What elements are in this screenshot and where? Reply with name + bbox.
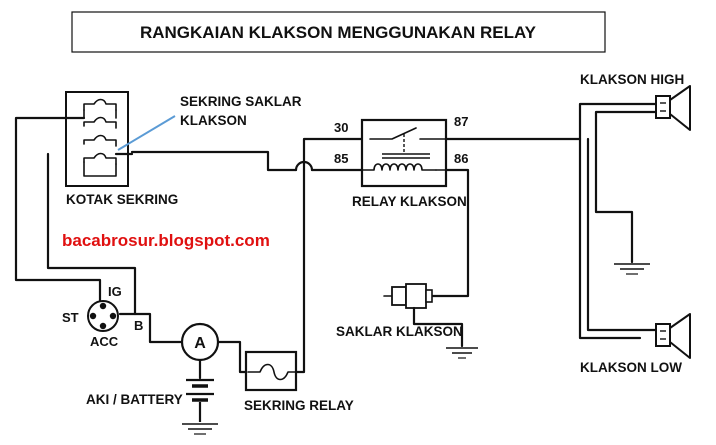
wire-to-relay-85 xyxy=(130,150,298,172)
label-pin-86: 86 xyxy=(454,151,468,166)
label-st: ST xyxy=(62,310,79,325)
label-pin-30: 30 xyxy=(334,120,348,135)
relay-fuse xyxy=(244,350,298,392)
label-horn-low: KLAKSON LOW xyxy=(580,360,682,375)
label-battery: AKI / BATTERY xyxy=(86,392,183,407)
wire-b-terminal xyxy=(46,152,137,316)
label-fuse-box: KOTAK SEKRING xyxy=(66,192,178,207)
fuse-horn-switch xyxy=(83,134,117,147)
label-b: B xyxy=(134,318,143,333)
fuse-1 xyxy=(83,98,117,119)
label-acc: ACC xyxy=(90,334,119,349)
label-relay: RELAY KLAKSON xyxy=(352,194,467,209)
fuse-4 xyxy=(83,152,117,177)
fuse-2 xyxy=(83,116,117,129)
horn-low xyxy=(655,313,691,359)
label-horn-high: KLAKSON HIGH xyxy=(580,72,684,87)
wire-horn-ground xyxy=(594,110,658,264)
wire-ignition-feed xyxy=(14,116,102,302)
label-fuse-switch-2: KLAKSON xyxy=(180,113,247,128)
fuse-box xyxy=(65,91,129,187)
wire-ammeter-to-fuse xyxy=(216,340,250,374)
horn-high xyxy=(655,85,691,131)
wire-to-ammeter xyxy=(133,312,183,344)
relay xyxy=(360,118,448,188)
title-box xyxy=(71,11,606,53)
wire-horn-high xyxy=(578,102,658,141)
wire-relay-fuse-up xyxy=(294,168,306,374)
ammeter-label: A xyxy=(194,335,206,352)
wire-horn-low-2 xyxy=(578,137,642,340)
horn-switch xyxy=(383,283,464,348)
wire-30 xyxy=(302,137,364,172)
label-horn-switch: SAKLAR KLAKSON xyxy=(336,324,463,339)
label-relay-fuse: SEKRING RELAY xyxy=(244,398,354,413)
label-ig: IG xyxy=(108,284,122,299)
label-pin-85: 85 xyxy=(334,151,348,166)
watermark-text: bacabrosur.blogspot.com xyxy=(62,231,270,250)
wire-86 xyxy=(430,168,470,298)
diagram-title: RANGKAIAN KLAKSON MENGGUNAKAN RELAY xyxy=(140,23,537,42)
pointer-arrow xyxy=(117,115,176,151)
label-fuse-switch-1: SEKRING SAKLAR xyxy=(180,94,302,109)
horn-switch-ground xyxy=(446,347,478,359)
horn-ground xyxy=(614,263,650,275)
battery xyxy=(186,378,214,422)
ignition-switch xyxy=(87,300,119,332)
wire-horn-low xyxy=(586,137,658,332)
label-pin-87: 87 xyxy=(454,114,468,129)
battery-ground xyxy=(182,423,218,435)
